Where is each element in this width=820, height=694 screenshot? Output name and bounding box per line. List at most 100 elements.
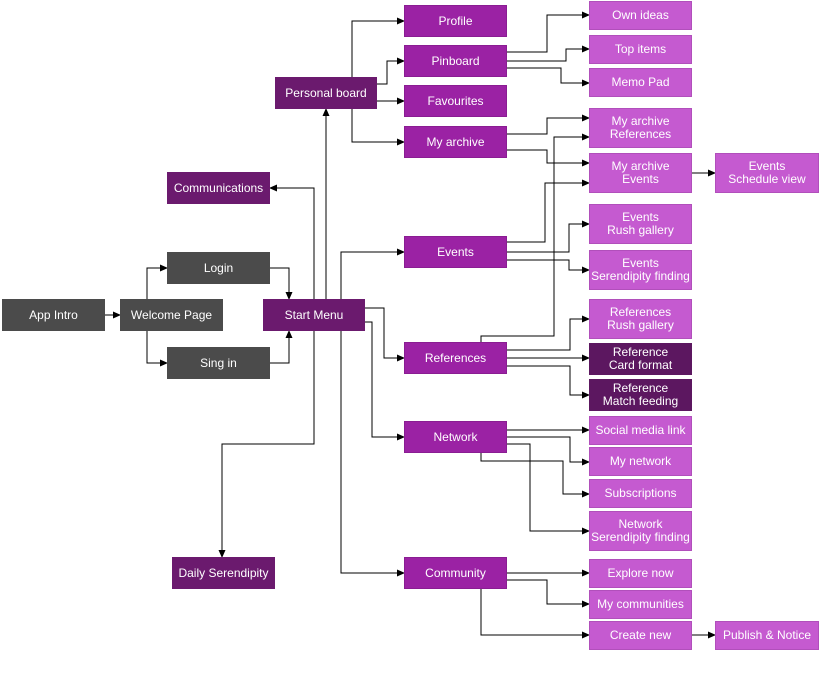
node-my-archive[interactable]: My archive: [404, 126, 507, 158]
node-label-line: Events: [748, 159, 786, 173]
node-label-line: Profile: [438, 13, 473, 28]
node-label-line: Sing in: [200, 355, 237, 370]
node-label-line: Top items: [614, 42, 667, 56]
node-label-line: Favourites: [427, 93, 484, 108]
node-label-line: Start Menu: [284, 307, 344, 322]
connector-references-to-reference-match-feeding: [507, 365, 590, 399]
connector-my-archive-to-my-archive-references: [507, 114, 590, 135]
node-memo-pad[interactable]: Memo Pad: [589, 68, 692, 97]
node-events[interactable]: Events: [404, 236, 507, 268]
node-label-line: Events: [622, 172, 659, 186]
connector-events-to-events-serendipity-finding: [507, 259, 590, 274]
node-label-line: Communications: [173, 180, 264, 195]
connector-sing-in-to-start-menu: [270, 330, 293, 364]
node-label-line: App Intro: [29, 307, 78, 322]
node-label-line: Serendipity finding: [591, 530, 690, 544]
node-personal-board[interactable]: Personal board: [275, 77, 377, 109]
node-references[interactable]: References: [404, 342, 507, 374]
connector-welcome-page-to-sing-in: [146, 331, 168, 367]
connector-community-to-my-communities: [507, 579, 590, 608]
node-my-communities[interactable]: My communities: [589, 590, 692, 619]
connector-start-menu-to-network: [365, 321, 405, 441]
node-label-line: Create new: [609, 628, 672, 642]
node-label-line: Subscriptions: [604, 486, 677, 500]
node-label-line: Rush gallery: [607, 318, 674, 332]
node-start-menu[interactable]: Start Menu: [263, 299, 365, 331]
node-label-line: Pinboard: [431, 53, 480, 68]
node-top-items[interactable]: Top items: [589, 35, 692, 64]
node-pinboard[interactable]: Pinboard: [404, 45, 507, 77]
node-explore-now[interactable]: Explore now: [589, 559, 692, 588]
node-welcome-page[interactable]: Welcome Page: [120, 299, 223, 331]
node-label-line: Match feeding: [602, 394, 679, 408]
node-publish-notice[interactable]: Publish & Notice: [715, 621, 819, 650]
node-own-ideas[interactable]: Own ideas: [589, 1, 692, 30]
node-label-line: My network: [609, 454, 672, 468]
connector-references-to-references-rush-gallery: [507, 315, 590, 351]
node-label-line: My archive: [426, 134, 485, 149]
connector-my-archive-to-my-archive-events: [507, 149, 590, 167]
node-label-line: My archive: [611, 114, 670, 128]
node-network[interactable]: Network: [404, 421, 507, 453]
connector-pinboard-to-top-items: [507, 45, 590, 62]
node-label-line: Network: [618, 517, 663, 531]
connector-personal-board-to-pinboard: [377, 57, 405, 85]
node-label-line: My communities: [597, 597, 684, 611]
node-label-line: Social media link: [595, 423, 686, 437]
node-app-intro[interactable]: App Intro: [2, 299, 105, 331]
node-social-media-link[interactable]: Social media link: [589, 416, 692, 445]
connector-personal-board-to-profile: [351, 17, 405, 77]
node-label-line: Serendipity finding: [591, 269, 690, 283]
node-login[interactable]: Login: [167, 252, 270, 284]
node-label-line: Publish & Notice: [722, 628, 812, 642]
connector-network-to-subscriptions: [480, 453, 590, 498]
node-profile[interactable]: Profile: [404, 5, 507, 37]
node-label-line: Own ideas: [612, 8, 669, 22]
connector-start-menu-to-references: [365, 307, 405, 362]
connector-network-to-my-network: [507, 436, 590, 466]
node-community[interactable]: Community: [404, 557, 507, 589]
node-label-line: Reference: [612, 381, 669, 395]
node-label-line: Events: [437, 244, 474, 259]
connector-pinboard-to-own-ideas: [507, 11, 590, 53]
node-label-line: Daily Serendipity: [178, 565, 269, 580]
node-sing-in[interactable]: Sing in: [167, 347, 270, 379]
node-label-line: Explore now: [607, 566, 674, 580]
node-favourites[interactable]: Favourites: [404, 85, 507, 117]
connector-events-to-my-archive-events: [507, 179, 590, 243]
node-label-line: Network: [433, 429, 478, 444]
node-label-line: Login: [203, 260, 234, 275]
node-subscriptions[interactable]: Subscriptions: [589, 479, 692, 508]
connector-welcome-page-to-login: [146, 264, 168, 299]
node-label-line: References: [609, 127, 672, 141]
connector-start-menu-to-communications: [269, 184, 315, 299]
node-create-new[interactable]: Create new: [589, 621, 692, 650]
connector-start-menu-to-community: [340, 331, 405, 577]
node-label-line: Personal board: [285, 85, 367, 100]
node-daily-serendipity[interactable]: Daily Serendipity: [172, 557, 275, 589]
node-label-line: Welcome Page: [130, 307, 213, 322]
node-my-network[interactable]: My network: [589, 447, 692, 476]
node-label-line: Card format: [608, 358, 673, 372]
node-label-line: Reference: [612, 345, 669, 359]
connector-network-to-network-serendipity-finding: [507, 443, 590, 535]
node-label-line: Community: [425, 565, 486, 580]
node-label-line: Rush gallery: [607, 223, 674, 237]
node-communications[interactable]: Communications: [167, 172, 270, 204]
connector-personal-board-to-my-archive: [351, 109, 405, 146]
node-label-line: My archive: [611, 159, 670, 173]
connector-events-to-events-rush-gallery: [507, 220, 590, 253]
connector-start-menu-to-daily-serendipity: [218, 331, 315, 558]
node-label-line: References: [424, 350, 487, 365]
